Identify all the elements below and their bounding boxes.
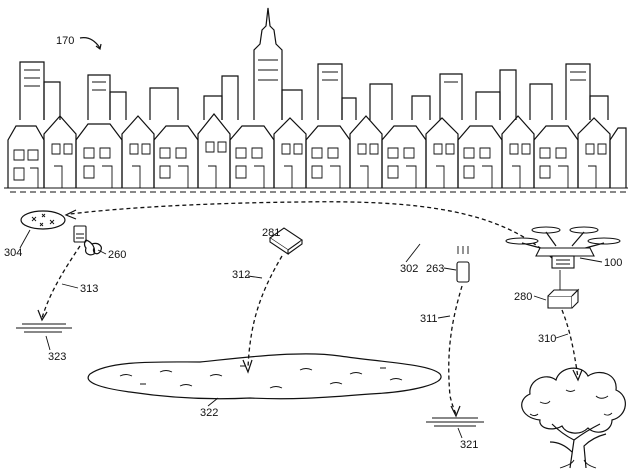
label-302: 302 [400,263,418,275]
label-281: 281 [262,227,280,239]
path-313 [41,245,81,319]
label-280: 280 [514,291,532,303]
arrowhead-170 [95,43,102,51]
leader-323 [45,335,51,351]
leader-302 [405,243,421,263]
leader-322 [207,397,219,407]
package-280-icon [547,270,580,309]
leader-310 [555,333,569,339]
path-312 [247,255,283,369]
path-313-arrowhead [37,309,48,322]
leader-100 [579,257,603,263]
parachute-item-260-icon [73,225,102,256]
label-170: 170 [56,35,74,47]
arrow-170 [79,37,101,49]
leader-304 [19,229,31,249]
lake-icon [87,353,442,400]
leader-313 [61,283,79,289]
target-area-304 [20,210,66,230]
path-312-arrowhead [242,359,253,374]
label-323: 323 [48,351,66,363]
leader-263 [443,267,457,271]
leader-260 [97,249,107,255]
label-304: 304 [4,247,22,259]
leader-311 [437,315,451,319]
leader-312 [247,275,263,279]
flight-path-302 [69,201,553,259]
flight-path-302-arrowhead [64,209,77,220]
tree-icon [521,367,626,469]
label-321: 321 [460,439,478,451]
package-281-icon [269,227,303,256]
label-260: 260 [108,249,126,261]
path-311-arrowhead [450,405,461,418]
target-321-marks [426,417,484,427]
label-312: 312 [232,269,250,281]
leader-280 [533,295,547,301]
target-323-marks [16,323,72,333]
label-263: 263 [426,263,444,275]
city-skyline [4,7,628,193]
label-313: 313 [80,283,98,295]
leader-321 [457,427,463,439]
path-311 [448,285,463,415]
drone-icon [505,226,621,269]
label-322: 322 [200,407,218,419]
label-311: 311 [420,313,438,325]
path-310-arrowhead [572,369,583,382]
item-263-icon [456,246,470,283]
label-100: 100 [604,257,622,269]
label-310: 310 [538,333,556,345]
